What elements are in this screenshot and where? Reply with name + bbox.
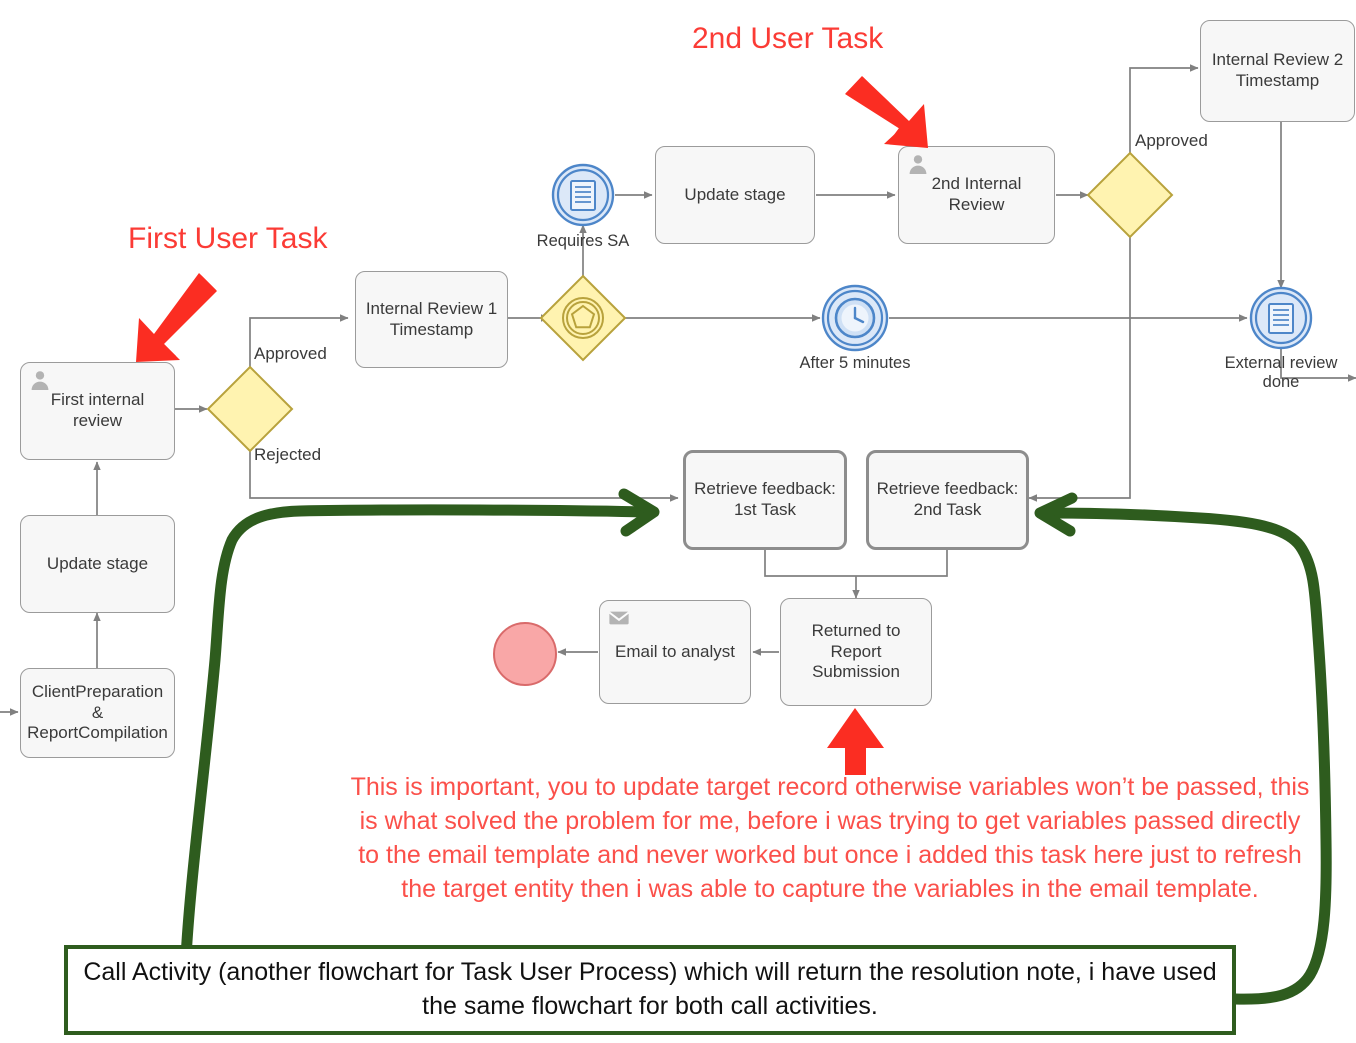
task-label: 2nd Internal Review — [931, 174, 1022, 214]
task-update-stage-top[interactable]: Update stage — [655, 146, 815, 244]
message-event-requires-sa[interactable] — [551, 163, 615, 227]
annotation-important-note: This is important, you to update target … — [350, 773, 1310, 903]
green-pointer-right-arrowhead — [1034, 492, 1078, 537]
task-label: Email to analyst — [615, 641, 735, 661]
task-label: Internal Review 2 Timestamp — [1211, 50, 1344, 90]
timer-event-after-5-minutes[interactable] — [821, 284, 889, 352]
task-update-stage-left[interactable]: Update stage — [20, 515, 175, 613]
flow-label-approved-2: Approved — [1135, 131, 1208, 150]
task-label: Retrieve feedback: 2nd Task — [876, 479, 1019, 519]
task-email-to-analyst[interactable]: Email to analyst — [599, 600, 751, 704]
gateway-approved-2[interactable] — [1086, 151, 1174, 239]
red-arrow-second-user-task — [845, 76, 928, 148]
end-event[interactable] — [493, 622, 557, 686]
green-pointer-right-curve — [1042, 507, 1332, 1005]
task-first-internal-review[interactable]: First internal review — [20, 362, 175, 460]
message-event-external-review-done[interactable] — [1249, 286, 1313, 350]
flow-externaldone-out — [1280, 348, 1356, 382]
event-label-external-review-done: External review done — [1224, 354, 1338, 391]
task-label: Returned to Report Submission — [811, 620, 901, 682]
task-label: ClientPreparation & ReportCompilation — [27, 681, 168, 743]
green-pointer-left-curve — [180, 504, 654, 964]
task-internal-review-1-timestamp[interactable]: Internal Review 1 Timestamp — [355, 271, 508, 368]
task-label: Internal Review 1 Timestamp — [365, 298, 498, 339]
clock-icon — [834, 297, 876, 339]
document-icon — [570, 180, 596, 211]
merge-junction — [764, 550, 948, 577]
task-label: First internal review — [50, 390, 145, 430]
event-label-requires-sa: Requires SA — [536, 232, 630, 250]
event-based-gateway[interactable] — [539, 274, 627, 362]
event-label-after-5-minutes: After 5 minutes — [799, 354, 911, 372]
envelope-icon — [608, 611, 630, 625]
flow-gateway2-approved-to-ir2ts — [1129, 64, 1199, 154]
annotation-call-activity-note: Call Activity (another flowchart for Tas… — [83, 958, 1217, 1020]
task-client-preparation-report-compilation[interactable]: ClientPreparation & ReportCompilation — [20, 668, 175, 758]
task-second-internal-review[interactable]: 2nd Internal Review — [898, 146, 1055, 244]
flow-label-approved-1: Approved — [254, 344, 327, 363]
call-activity-retrieve-feedback-2nd-task[interactable]: Retrieve feedback: 2nd Task — [866, 450, 1029, 550]
green-pointer-left-arrowhead — [618, 488, 660, 537]
document-icon — [1268, 303, 1294, 334]
task-label: Update stage — [46, 553, 149, 573]
red-arrow-returned-to-report — [827, 708, 884, 775]
annotation-second-user-task: 2nd User Task — [692, 22, 884, 55]
gateway-approved-rejected-1[interactable] — [206, 365, 294, 453]
user-icon — [909, 155, 927, 174]
task-internal-review-2-timestamp[interactable]: Internal Review 2 Timestamp — [1200, 20, 1355, 122]
red-arrow-first-user-task — [136, 273, 217, 362]
user-icon — [31, 371, 49, 390]
flow-label-rejected-1: Rejected — [254, 445, 322, 464]
flow-gateway1-approved-to-ir1ts — [249, 314, 349, 367]
task-label: Update stage — [684, 184, 786, 204]
call-activity-retrieve-feedback-1st-task[interactable]: Retrieve feedback: 1st Task — [683, 450, 847, 550]
flow-gateway1-rejected-to-retrieve1 — [249, 451, 679, 502]
annotation-first-user-task: First User Task — [128, 222, 328, 255]
task-label: Retrieve feedback: 1st Task — [694, 479, 836, 519]
task-returned-to-report-submission[interactable]: Returned to Report Submission — [780, 598, 932, 706]
annotation-call-activity-note-box: Call Activity (another flowchart for Tas… — [64, 945, 1236, 1035]
